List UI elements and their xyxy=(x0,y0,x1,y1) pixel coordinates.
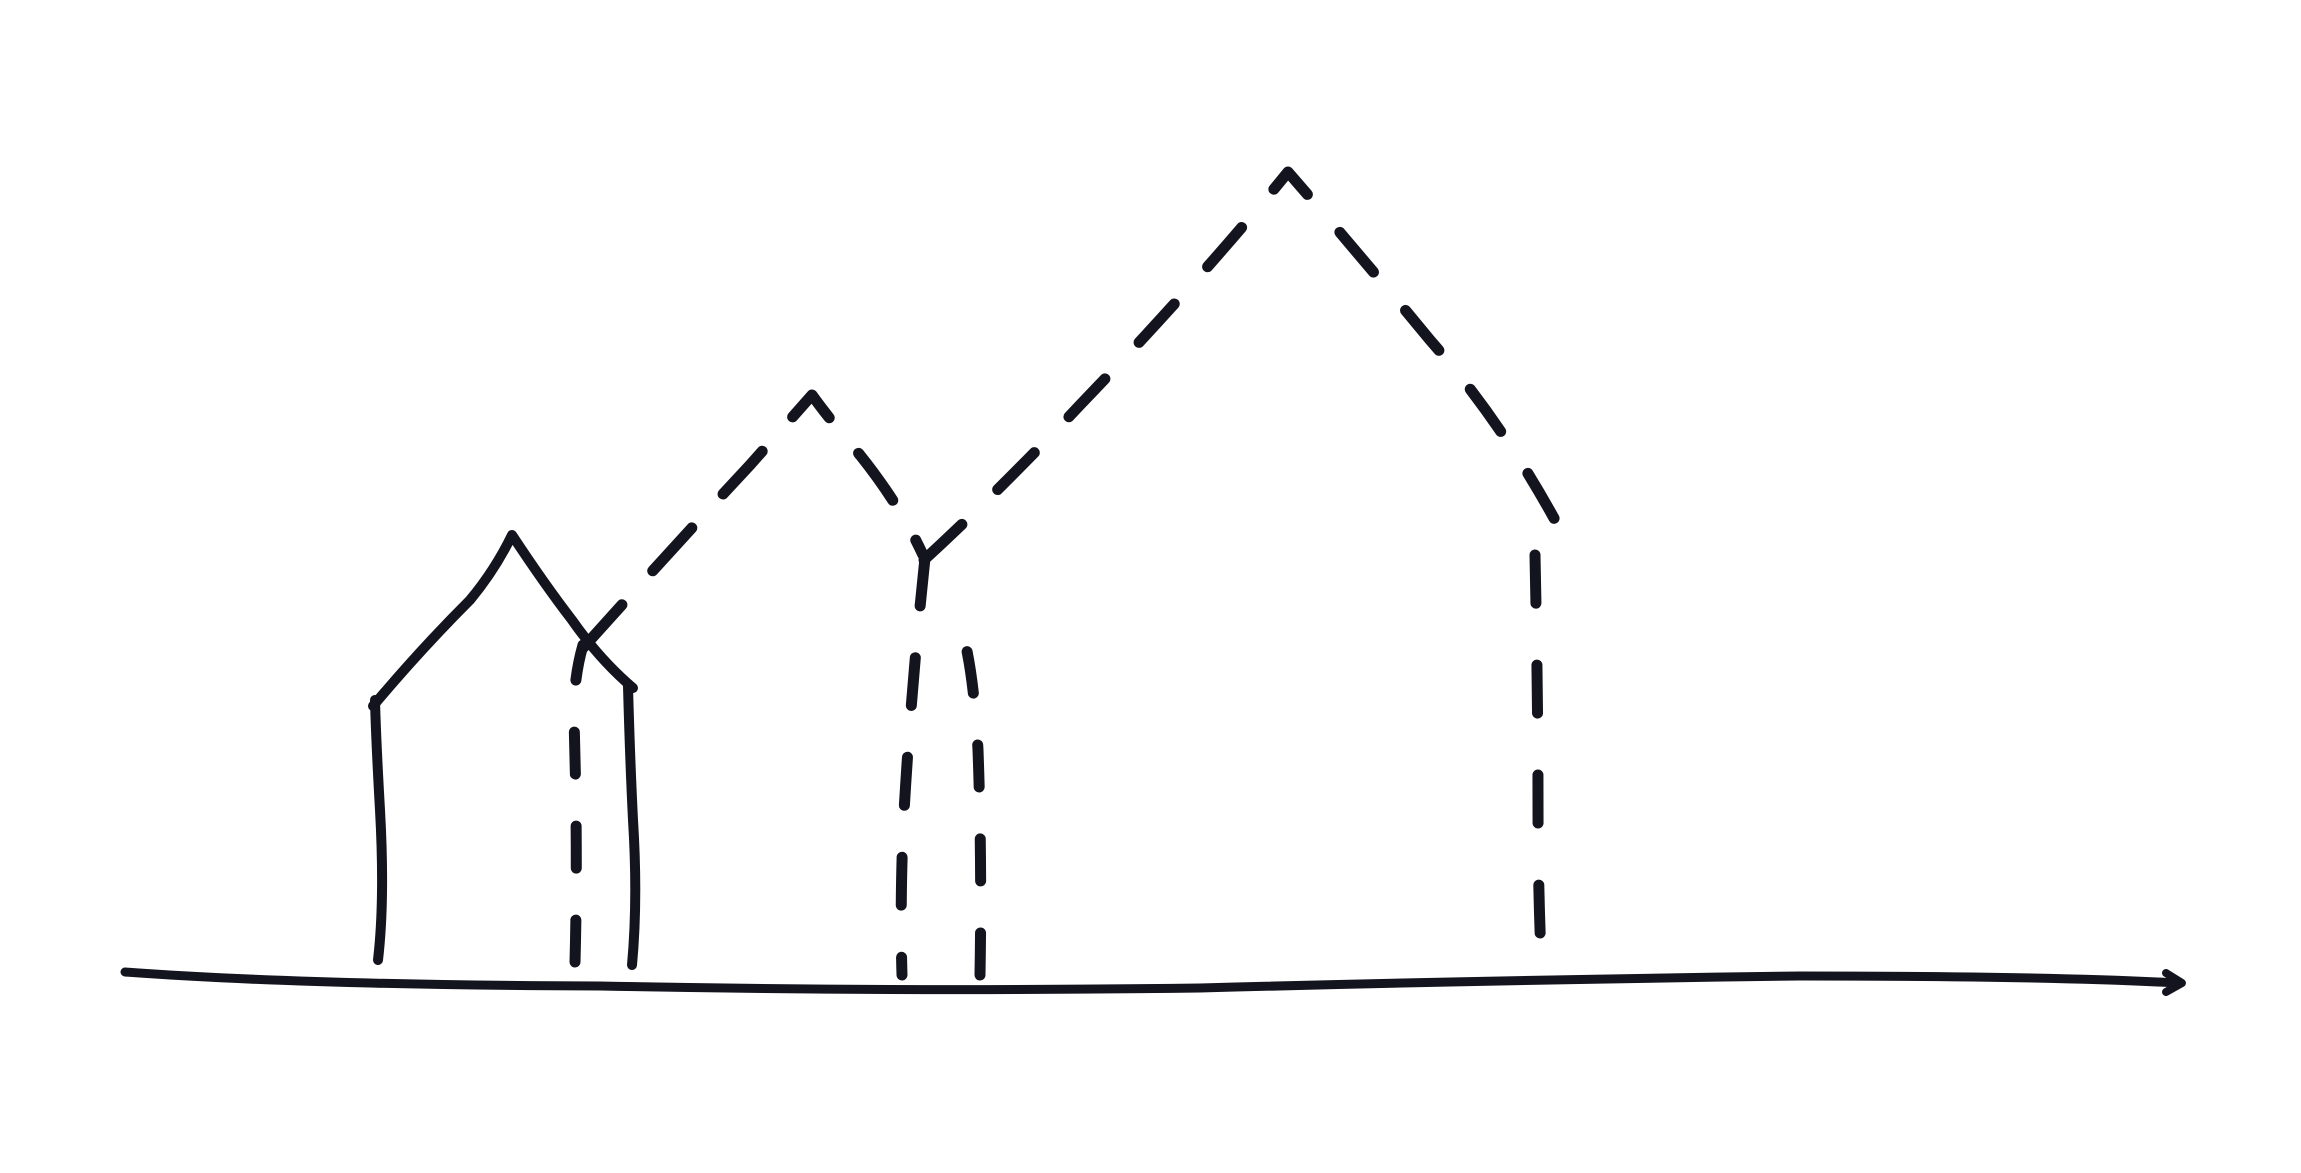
medium-house-outline xyxy=(568,389,931,981)
large-house-left-wall xyxy=(959,636,987,981)
arrow-head-icon xyxy=(2162,969,2186,996)
small-house-outline xyxy=(368,530,641,970)
small-house-right-wall xyxy=(623,681,641,970)
large-house-right-wall xyxy=(1529,549,1548,981)
ground-line-arrow xyxy=(120,967,2186,996)
large-house-outline xyxy=(918,166,1561,981)
medium-house-right-wall xyxy=(895,552,931,981)
small-house-left-wall xyxy=(370,695,388,965)
medium-house-roof xyxy=(577,389,929,654)
ground-line xyxy=(120,967,2183,995)
large-house-roof xyxy=(918,166,1561,566)
medium-house-left-wall xyxy=(568,639,589,968)
small-house-roof xyxy=(368,530,638,711)
